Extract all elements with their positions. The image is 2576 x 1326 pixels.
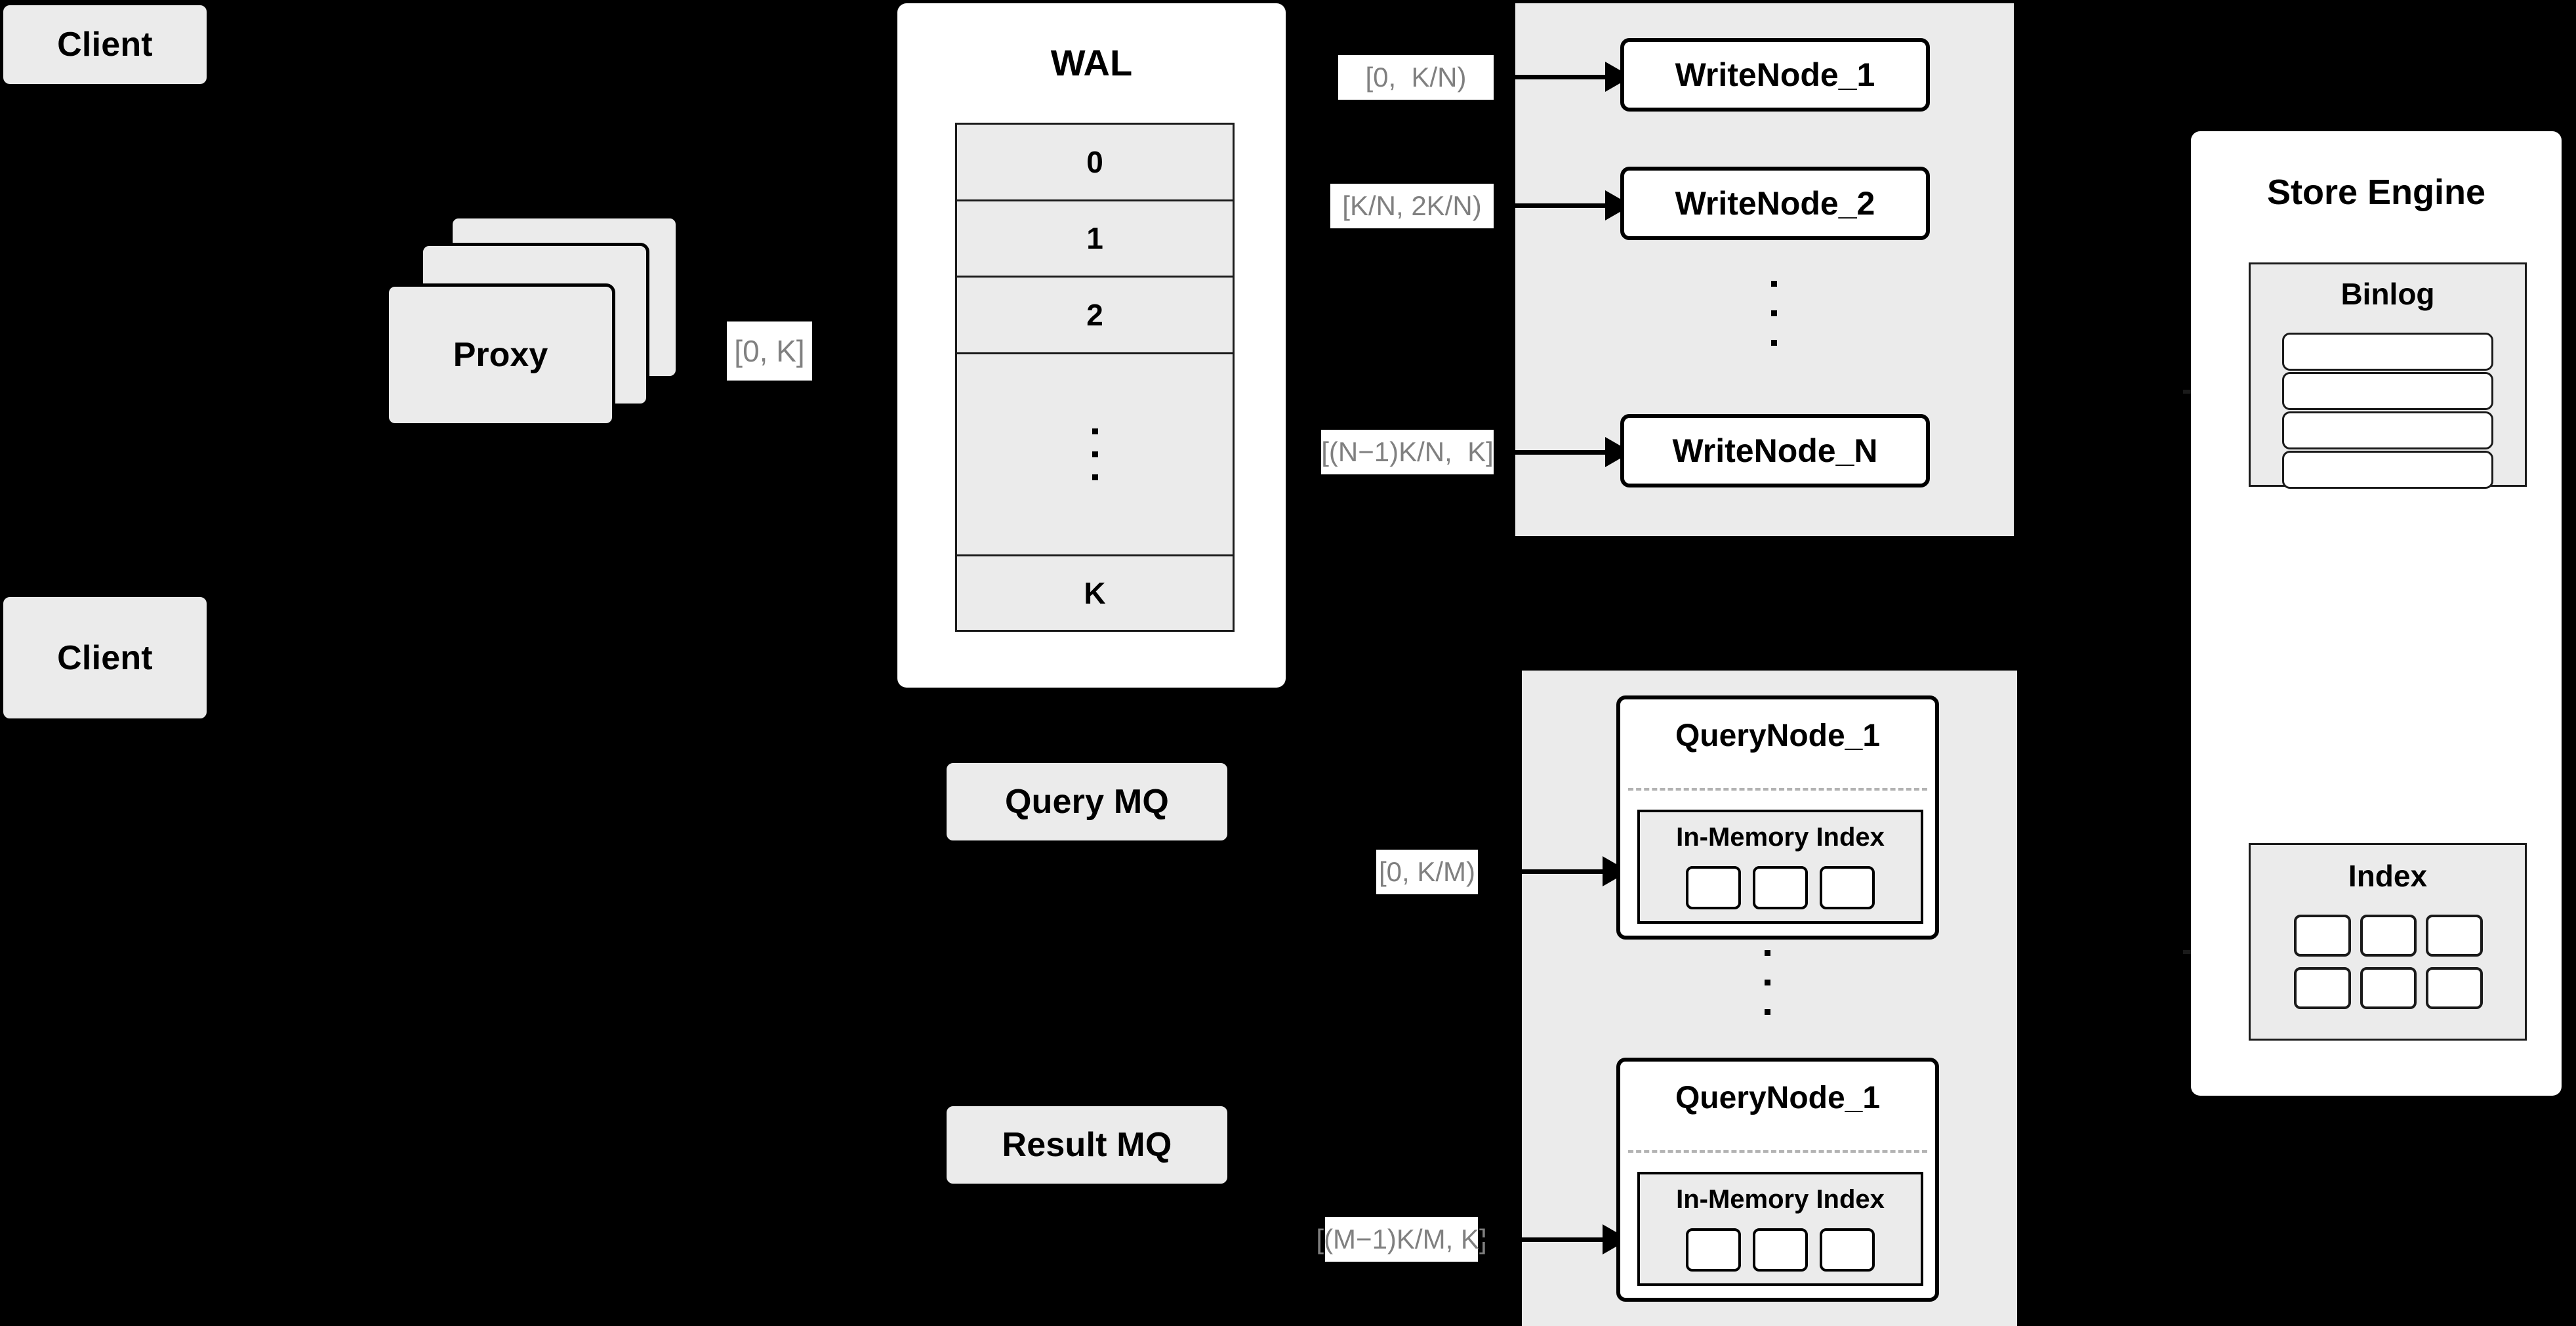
wal-cell-0[interactable]: 0 bbox=[957, 125, 1233, 201]
query-node-1-index-cells bbox=[1640, 866, 1921, 909]
write-node-1[interactable]: WriteNode_1 bbox=[1620, 38, 1930, 112]
query-node-m-memory-index-title: In-Memory Index bbox=[1676, 1185, 1885, 1214]
query-node-m[interactable]: QueryNode_1 In-Memory Index bbox=[1616, 1058, 1939, 1302]
index-cell[interactable] bbox=[1753, 866, 1808, 909]
write-node-ellipsis bbox=[1771, 281, 1777, 346]
binlog-row[interactable] bbox=[2282, 451, 2493, 489]
client-node-1[interactable]: Client bbox=[3, 5, 207, 84]
client-node-2[interactable]: Client bbox=[3, 597, 207, 718]
query-node-1-divider bbox=[1628, 788, 1927, 791]
store-index-grid bbox=[2294, 915, 2483, 1009]
wal-cell-2[interactable]: 2 bbox=[957, 278, 1233, 354]
index-cell[interactable] bbox=[2426, 967, 2483, 1009]
binlog-title: Binlog bbox=[2341, 277, 2435, 311]
edge-label-write-node-2: [K/N, 2K/N) bbox=[1330, 184, 1494, 228]
edge-label-write-node-n: [(N−1)K/N, K] bbox=[1321, 430, 1494, 474]
ellipsis-dot bbox=[1765, 1009, 1770, 1015]
ellipsis-dot bbox=[1771, 281, 1777, 287]
proxy-node[interactable]: Proxy bbox=[386, 283, 615, 426]
edge-label-proxy-to-wal: [0, K] bbox=[727, 321, 812, 381]
wal-table: 0 1 2 K bbox=[955, 123, 1235, 632]
edge-label-write-node-1: [0, K/N) bbox=[1338, 55, 1494, 100]
wal-cell-k[interactable]: K bbox=[957, 556, 1233, 631]
ellipsis-dot bbox=[1092, 451, 1098, 458]
query-node-m-divider bbox=[1628, 1150, 1927, 1153]
result-mq-node[interactable]: Result MQ bbox=[947, 1106, 1227, 1184]
proxy-node-label: Proxy bbox=[453, 336, 548, 374]
arrow-line-write-node-2 bbox=[1497, 203, 1614, 208]
edge-label-query-node-m: [(M−1)K/M, K] bbox=[1316, 1217, 1487, 1262]
arrow-line-write-node-1 bbox=[1497, 75, 1614, 79]
wal-title: WAL bbox=[1050, 42, 1133, 83]
query-node-1-memory-index: In-Memory Index bbox=[1637, 810, 1923, 924]
wal-cell-1[interactable]: 1 bbox=[957, 201, 1233, 278]
index-cell[interactable] bbox=[2360, 967, 2417, 1009]
result-mq-label: Result MQ bbox=[1002, 1126, 1172, 1164]
store-index-title: Index bbox=[2348, 859, 2428, 893]
binlog-row[interactable] bbox=[2282, 411, 2493, 449]
client-node-2-label: Client bbox=[57, 638, 153, 677]
store-engine-title: Store Engine bbox=[2266, 173, 2486, 212]
arrow-line-query-node-1 bbox=[1481, 869, 1611, 874]
binlog-row[interactable] bbox=[2282, 333, 2493, 371]
store-index-group: Index bbox=[2249, 843, 2527, 1041]
write-node-2[interactable]: WriteNode_2 bbox=[1620, 167, 1930, 240]
query-node-m-memory-index: In-Memory Index bbox=[1637, 1172, 1923, 1286]
query-node-1-title: QueryNode_1 bbox=[1675, 718, 1881, 753]
write-node-2-label: WriteNode_2 bbox=[1675, 185, 1875, 222]
ellipsis-dot bbox=[1771, 310, 1777, 316]
write-node-n-label: WriteNode_N bbox=[1672, 432, 1878, 469]
query-mq-node[interactable]: Query MQ bbox=[947, 763, 1227, 840]
write-node-1-label: WriteNode_1 bbox=[1675, 56, 1875, 93]
index-cell[interactable] bbox=[2294, 915, 2351, 957]
index-cell[interactable] bbox=[1686, 866, 1741, 909]
ellipsis-dot bbox=[1765, 980, 1770, 985]
store-engine-container: Store Engine Binlog Index bbox=[2191, 131, 2562, 1096]
query-node-m-index-cells bbox=[1640, 1228, 1921, 1272]
index-cell[interactable] bbox=[1820, 1228, 1875, 1272]
edge-label-query-node-1: [0, K/M) bbox=[1376, 850, 1478, 894]
query-node-1-memory-index-title: In-Memory Index bbox=[1676, 823, 1885, 852]
query-node-ellipsis bbox=[1765, 950, 1770, 1015]
wal-container: WAL 0 1 2 K bbox=[897, 3, 1286, 688]
client-node-1-label: Client bbox=[57, 26, 153, 64]
index-cell[interactable] bbox=[2360, 915, 2417, 957]
query-node-1[interactable]: QueryNode_1 In-Memory Index bbox=[1616, 695, 1939, 940]
ellipsis-dot bbox=[1092, 428, 1098, 435]
ellipsis-dot bbox=[1771, 340, 1777, 346]
wal-cell-ellipsis bbox=[957, 354, 1233, 557]
index-cell[interactable] bbox=[2426, 915, 2483, 957]
index-cell[interactable] bbox=[1686, 1228, 1741, 1272]
index-cell[interactable] bbox=[1753, 1228, 1808, 1272]
binlog-rows bbox=[2282, 333, 2493, 489]
arrow-line-query-node-m bbox=[1481, 1237, 1611, 1242]
index-cell[interactable] bbox=[2294, 967, 2351, 1009]
ellipsis-dot bbox=[1092, 474, 1098, 481]
query-mq-label: Query MQ bbox=[1004, 783, 1170, 821]
write-node-n[interactable]: WriteNode_N bbox=[1620, 414, 1930, 487]
arrow-line-write-node-n bbox=[1497, 450, 1614, 455]
binlog-group: Binlog bbox=[2249, 262, 2527, 489]
query-node-m-title: QueryNode_1 bbox=[1675, 1081, 1881, 1115]
ellipsis-dot bbox=[1765, 950, 1770, 956]
binlog-row[interactable] bbox=[2282, 372, 2493, 410]
index-cell[interactable] bbox=[1820, 866, 1875, 909]
